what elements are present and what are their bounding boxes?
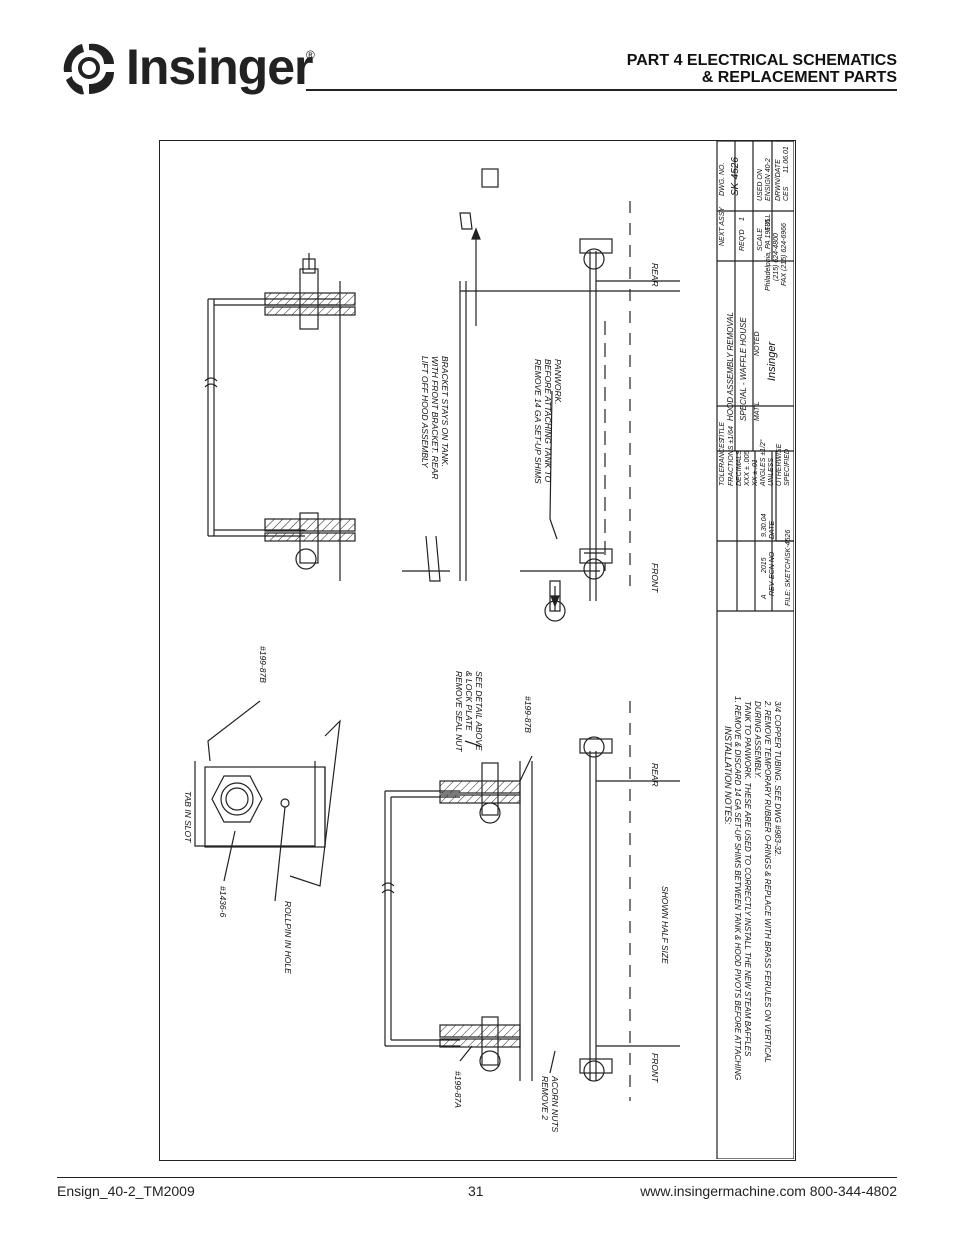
tb-drwn: CES	[783, 186, 790, 201]
schematic-drawing: TAB IN SLOT #199-87B #1436-6 ROLLPIN IN …	[183, 140, 795, 1160]
tb-date: 9.30.04	[761, 514, 768, 537]
tb-matl: NOTED	[754, 332, 761, 357]
label-rear-lower: REAR	[650, 763, 660, 787]
title-block	[716, 140, 795, 1160]
callout-shims-3: PANWORK.	[553, 359, 563, 405]
notes-heading: INSTALLATION NOTES:	[723, 726, 733, 825]
tb-used-on-lbl: USED ON	[757, 168, 764, 201]
footer-contact: www.insingermachine.com 800-344-4802	[640, 1183, 897, 1199]
tb-company: Insinger	[766, 341, 778, 381]
tb-tol2: DECIMALS	[736, 450, 743, 486]
header-rule	[306, 89, 897, 91]
label-front-upper: FRONT	[650, 563, 660, 593]
tb-date-hdr: DATE	[769, 521, 776, 539]
tb-addr1: Philadelphia, PA 19135	[765, 219, 772, 291]
tb-addr3: FAX (215) 624-6966	[781, 223, 788, 286]
footer-rule	[57, 1177, 897, 1178]
tb-drwn-lbl: DRWN/DATE	[775, 159, 782, 201]
tb-title-1: HOOD ASSEMBLY REMOVAL	[726, 312, 735, 421]
callout-rollpin: ROLLPIN IN HOLE	[283, 901, 293, 974]
hood-assembly-lower	[381, 701, 680, 1101]
tb-rev: A	[761, 594, 768, 600]
footer-doc-id: Ensign_40-2_TM2009	[57, 1183, 195, 1199]
callout-shims-2: BEFORE ATTACHING TANK TO	[543, 359, 553, 483]
tb-title-2: SPECIAL - WAFFLE HOUSE	[739, 317, 748, 421]
callout-shown-half-size: SHOWN HALF SIZE	[660, 886, 670, 964]
insinger-swirl-icon	[63, 43, 114, 95]
tb-scale-lbl: SCALE	[757, 228, 764, 251]
callout-seal-nut-1: REMOVE SEAL NUT	[454, 671, 464, 752]
callout-lift-off-2: WITH FRONT BRACKET. REAR	[430, 356, 440, 479]
tb-tolerances: TOLERANCES	[719, 438, 726, 486]
drawing-frame: TAB IN SLOT #199-87B #1436-6 ROLLPIN IN …	[159, 140, 796, 1161]
hood-assembly-upper	[204, 168, 680, 622]
footer-page-number: 31	[468, 1183, 484, 1199]
tb-tol6: UNLESS	[768, 458, 775, 486]
part-title: PART 4 ELECTRICAL SCHEMATICS & REPLACEME…	[627, 52, 897, 86]
tb-next-assy: NEXT ASSY	[719, 206, 726, 246]
callout-acorn-2: ACORN NUTS	[550, 1075, 560, 1133]
tb-ecn-hdr: ECN NO	[769, 551, 776, 579]
tb-title-lbl: TITLE	[719, 422, 726, 441]
note-2a: 2. REMOVE TEMPORARY RUBBER O-RINGS & REP…	[763, 700, 772, 1063]
seal-nut-detail	[194, 719, 341, 887]
callout-seal-nut-2: & LOCK PLATE	[464, 671, 474, 731]
tb-dwg-no: SK-4526	[730, 157, 741, 196]
callout-shims-1: REMOVE 14 GA SET-UP SHIMS	[533, 359, 543, 484]
part-title-line2: & REPLACEMENT PARTS	[701, 69, 897, 86]
tb-file: FILE: SKETCH\SK-4526	[785, 530, 792, 606]
note-2b: 3/4 COPPER TUBING. SEE DWG #983-32.	[773, 701, 782, 857]
tb-addr2: (215) 624-4800	[773, 233, 780, 281]
insinger-logo: Insinger ®	[58, 38, 328, 98]
tb-tol1: FRACTIONS ±1/64	[728, 426, 735, 486]
callout-lift-off-3: BRACKET STAYS ON TANK.	[440, 356, 450, 467]
brand-name: Insinger	[126, 39, 313, 95]
note-1a: 1. REMOVE & DISCARD 14 GA SET-UP SHIMS B…	[733, 696, 742, 1080]
tb-tol8: SPECIFIED	[784, 449, 791, 486]
tb-rev-hdr: REV	[769, 580, 776, 596]
callout-1436-6: #1436-6	[218, 886, 228, 917]
note-1c: DURING ASSEMBLY.	[753, 701, 762, 778]
tb-reqd: 1	[739, 217, 746, 221]
callout-199-87b-top: #199-87B	[258, 646, 268, 683]
callout-199-87b-mid: #199-87B	[523, 696, 533, 733]
label-rear-upper: REAR	[650, 263, 660, 287]
callout-seal-nut-3: SEE DETAIL ABOVE	[474, 671, 484, 751]
tb-matl-lbl: MAT'L	[754, 401, 761, 421]
tb-tol7: OTHERWISE	[776, 443, 783, 486]
tb-ecn: 2015	[761, 557, 768, 574]
callout-lift-off-1: LIFT OFF HOOD ASSEMBLY	[420, 356, 430, 469]
part-title-line1: PART 4 ELECTRICAL SCHEMATICS	[626, 52, 897, 69]
tb-scale: FULL	[765, 214, 772, 231]
tb-used-on: ENSIGN 40-2	[765, 158, 772, 201]
tb-reqd-lbl: REQ'D	[739, 229, 746, 251]
callout-tab-in-slot: TAB IN SLOT	[183, 791, 193, 843]
registered-mark: ®	[306, 48, 315, 62]
tb-tol5: ANGLES ±1/2°	[759, 439, 767, 487]
note-1b: TANK TO PANWORK. THESE ARE USED TO CORRE…	[743, 701, 752, 1057]
tb-tol3: XXX ± .005	[744, 451, 751, 487]
tb-drwn-date: 11.06.01	[783, 146, 790, 173]
tb-tol4: XX ± .01	[752, 459, 759, 487]
tb-dwg-no-lbl: DWG. NO.	[719, 163, 726, 196]
callout-acorn-1: REMOVE 2	[540, 1076, 550, 1120]
callout-199-87a: #199-87A	[453, 1071, 463, 1108]
label-front-lower: FRONT	[650, 1053, 660, 1083]
